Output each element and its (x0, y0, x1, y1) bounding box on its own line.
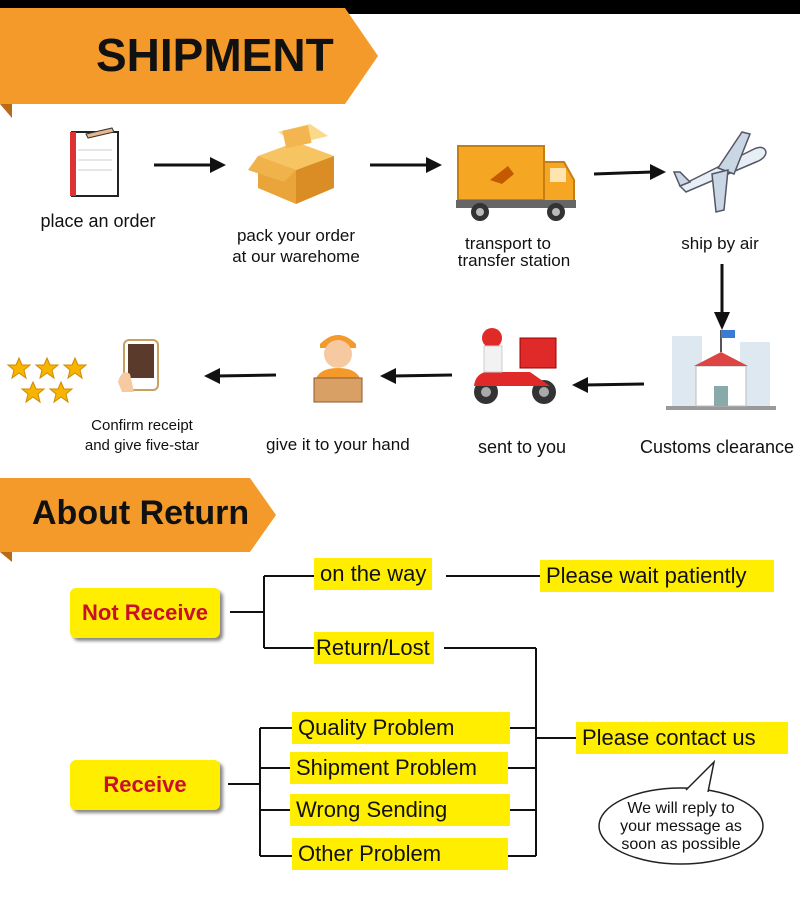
contact-us-label: Please contact us (576, 722, 788, 754)
step-give-hand-label: give it to your hand (266, 435, 410, 454)
truck-icon (456, 145, 576, 221)
box-icon (248, 124, 334, 204)
bubble-text-1: We will reply to (627, 800, 735, 817)
step-transport-label-1: transport to (465, 234, 551, 253)
shipment-problem-label: Shipment Problem (290, 752, 508, 784)
arrow-left-2 (380, 368, 453, 384)
phone-icon (118, 339, 159, 392)
shipment-banner: SHIPMENT (0, 8, 380, 118)
delivery-man-icon (313, 335, 363, 403)
arrow-down (714, 264, 730, 330)
five-stars-icon (6, 356, 88, 404)
step-pack-label-2: at our warehome (232, 247, 360, 266)
return-lost-label: Return/Lost (314, 632, 434, 664)
step-pack-label-1: pack your order (236, 226, 356, 245)
customs-building-icon (666, 330, 776, 410)
arrow-left-3 (204, 368, 277, 384)
banner-ribbon-shape (0, 8, 378, 118)
step-transport-label-2: transfer station (457, 251, 571, 270)
airplane-icon (672, 131, 767, 213)
wrong-sending-label: Wrong Sending (290, 794, 510, 826)
step-place-order-label: place an order (40, 211, 156, 231)
arrow-right-1 (154, 157, 226, 173)
step-ship-air-label: ship by air (681, 234, 759, 253)
bubble-text-3: soon as possible (621, 836, 741, 853)
step-customs-label: Customs clearance (640, 437, 795, 457)
return-title: About Return (32, 494, 250, 532)
arrow-left-1 (572, 377, 645, 393)
step-sent-label: sent to you (477, 437, 567, 457)
on-the-way-label: on the way (314, 558, 433, 590)
not-receive-button: Not Receive (70, 588, 220, 638)
speech-bubble (598, 760, 764, 865)
banner-ribbon-shape-2 (0, 478, 276, 562)
scooter-courier-icon (474, 328, 557, 404)
step-confirm-label-2: and give five-star (84, 437, 200, 454)
arrow-right-2 (370, 157, 442, 173)
step-confirm-label-1: Confirm receipt (91, 417, 193, 434)
arrow-right-3 (593, 164, 666, 180)
about-return-banner: About Return (0, 478, 280, 564)
quality-problem-label: Quality Problem (292, 712, 510, 744)
receive-button: Receive (70, 760, 220, 810)
please-wait-label: Please wait patiently (540, 560, 774, 592)
clipboard-icon (70, 127, 119, 197)
bubble-text-2: your message as (620, 818, 742, 835)
shipment-title: SHIPMENT (96, 29, 334, 81)
other-problem-label: Other Problem (292, 838, 508, 870)
